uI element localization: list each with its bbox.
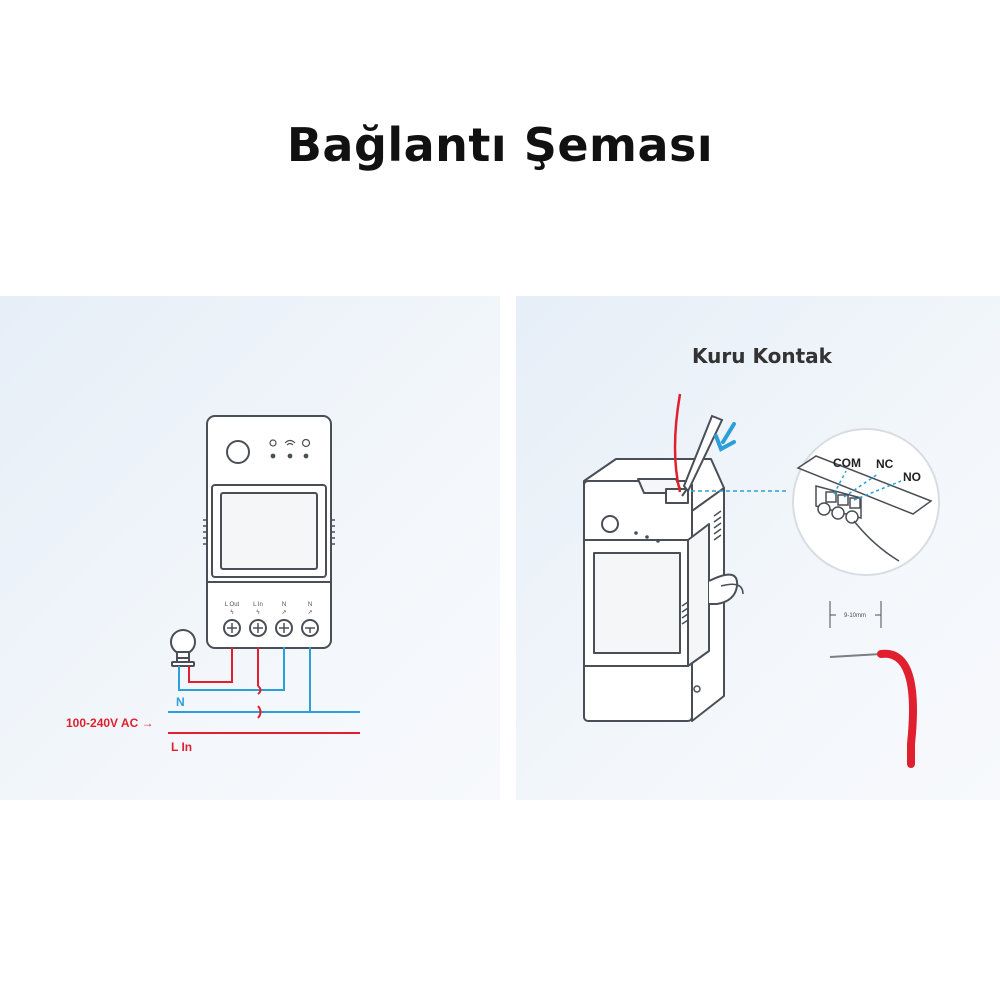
contact-com: COM [833, 456, 861, 470]
dry-contact-title: Kuru Kontak [692, 344, 833, 368]
power-led-icon [269, 439, 277, 447]
contact-nc: NC [876, 457, 894, 471]
terminal-screws [223, 619, 319, 637]
strip-length-marker [829, 601, 882, 628]
terminal-label-l-out: L Out [225, 602, 240, 608]
device-perspective [583, 458, 744, 722]
page-title: Bağlantı Şeması [286, 118, 714, 172]
voltage-label: 100-240V AC → [66, 716, 154, 730]
terminal-symbol-n1: ↗ [281, 610, 286, 616]
screwdriver-icon [681, 414, 724, 497]
press-arrow-icon [714, 422, 736, 452]
wiring-diagram: L Out ϟ L In ϟ N ↗ N ↗ [66, 415, 360, 754]
led-dots [634, 531, 660, 543]
neutral-wires [168, 647, 360, 713]
live-in-label: L In [171, 740, 192, 754]
dry-contact-diagram: Kuru Kontak [583, 344, 940, 768]
red-wire [673, 393, 682, 493]
power-button-icon [601, 515, 619, 533]
wifi-led-icon [284, 439, 296, 446]
terminal-label-l-in: L In [253, 602, 263, 608]
terminal-symbol-l-out: ϟ [230, 610, 234, 616]
terminal-label-n1: N [282, 602, 286, 608]
terminal-label-n2: N [308, 602, 312, 608]
device-outline [203, 415, 335, 649]
terminal-symbol-n2: ↗ [307, 610, 312, 616]
dry-contact-panel: Kuru Kontak [516, 296, 1000, 800]
terminal-symbol-l-in: ϟ [256, 610, 260, 616]
bare-conductor [829, 653, 882, 658]
live-wires [168, 647, 360, 734]
power-button-icon [226, 440, 250, 464]
wiring-diagram-panel: L Out ϟ L In ϟ N ↗ N ↗ [0, 296, 500, 800]
stripped-wire [877, 649, 917, 768]
status-indicators [269, 438, 311, 459]
zoom-callout: COM NC NO [792, 428, 940, 576]
light-bulb-icon [170, 629, 196, 667]
neutral-label: N [176, 695, 185, 709]
sensor-led-icon [301, 438, 311, 448]
contact-no: NO [903, 470, 921, 484]
strip-length-label: 9-10mm [844, 613, 866, 619]
